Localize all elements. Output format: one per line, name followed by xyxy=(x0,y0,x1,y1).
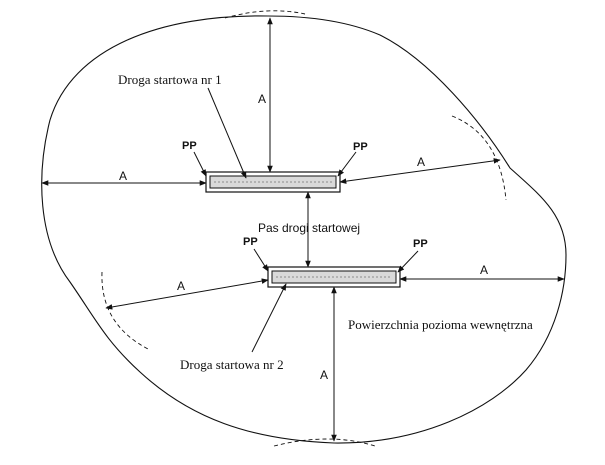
runway-1 xyxy=(209,175,337,189)
pp-label-runway-1-right: PP xyxy=(353,141,368,153)
surface-boundary xyxy=(41,15,567,444)
pp-leader-runway-1-left xyxy=(193,151,207,177)
construction-arc-top xyxy=(224,10,306,19)
construction-arc-bottom xyxy=(273,438,376,447)
dim-line-a-left-2 xyxy=(105,278,269,310)
inner-horizontal-surface-label: Powierzchnia pozioma wewnętrzna xyxy=(348,317,533,332)
runway-1-label: Droga startowa nr 1 xyxy=(118,72,222,87)
pp-label-runway-2-left: PP xyxy=(243,236,258,248)
a-label-right-2: A xyxy=(480,263,488,277)
construction-arc-left xyxy=(101,271,151,351)
pp-label-runway-1-left: PP xyxy=(182,140,197,152)
a-label-right-1: A xyxy=(417,155,425,169)
a-label-bottom: A xyxy=(320,368,328,382)
pp-leader-runway-2-left xyxy=(253,248,269,272)
runway-strip-label: Pas drogi startowej xyxy=(258,221,360,235)
dim-line-a-right-1 xyxy=(339,158,501,184)
runway-1-label-leader xyxy=(207,87,247,179)
a-label-top: A xyxy=(258,92,266,106)
construction-arc-right xyxy=(451,115,507,201)
a-label-left-2: A xyxy=(177,279,185,293)
pp-leader-runway-2-right xyxy=(397,250,419,273)
runway-2-label: Droga startowa nr 2 xyxy=(180,357,284,372)
a-label-left-1: A xyxy=(119,169,127,183)
pp-leader-runway-1-right xyxy=(337,151,357,177)
pp-label-runway-2-right: PP xyxy=(413,238,428,250)
runway-2-label-leader xyxy=(251,283,287,353)
